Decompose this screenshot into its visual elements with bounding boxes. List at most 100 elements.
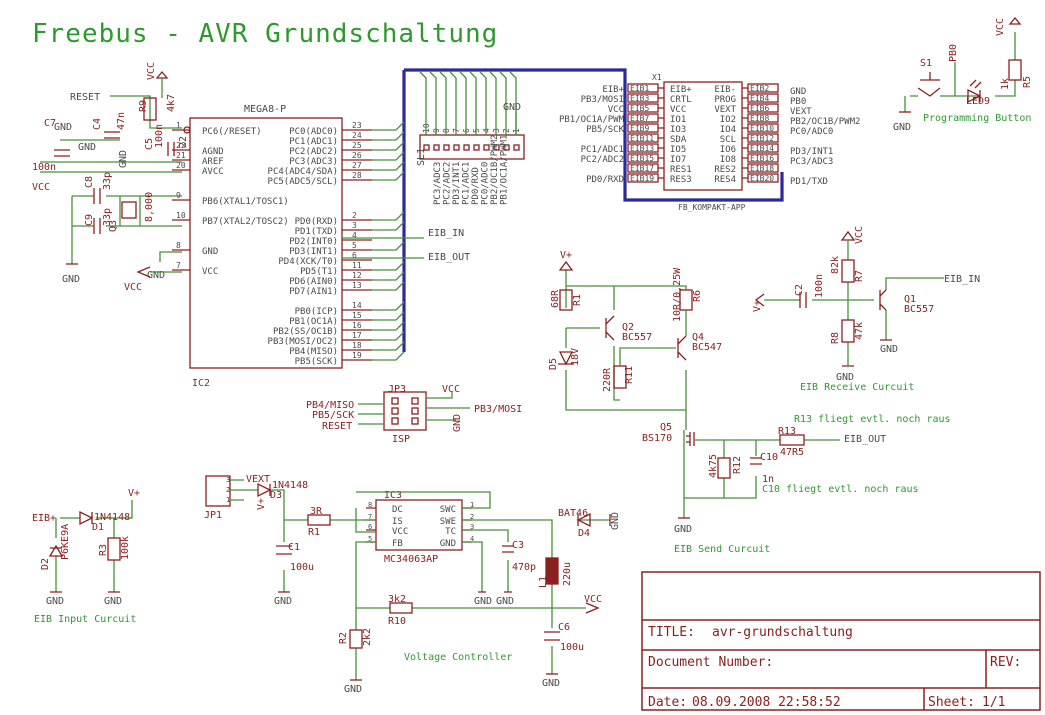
x1-inner-left: IO1	[670, 115, 686, 125]
c8-value: 33p	[102, 172, 113, 190]
jp1-pin-0: 3	[226, 476, 230, 484]
x1-inner-left: SDA	[670, 135, 687, 145]
tb-title-value: avr-grundschaltung	[712, 625, 853, 640]
c9-ref: C9	[84, 214, 95, 226]
x1-inner-right: RES4	[714, 175, 736, 185]
ic3-gnd-1: GND	[474, 596, 492, 607]
x1-right-pin: EIB14	[750, 144, 774, 153]
r1-ref: R1	[572, 294, 583, 306]
r6-ref: R6	[692, 290, 703, 302]
sl1-signal: PB2/OC1B/PWM2	[490, 135, 500, 205]
c6-gnd: GND	[542, 678, 560, 689]
c10-value: 1n	[762, 474, 774, 485]
ic2-left-pin-label: VCC	[202, 267, 218, 277]
c8-ref: C8	[84, 176, 95, 188]
x1-right-outer: PC0/ADC0	[790, 127, 833, 137]
isp-right-0: VCC	[442, 384, 460, 395]
c7-ref: C7	[44, 118, 56, 129]
c7-value: 100n	[32, 162, 56, 173]
ic2-right-pin-num: 2	[352, 211, 357, 220]
isp-right-1: PB3/MOSI	[474, 404, 522, 415]
x1-left-pin: EIB15	[630, 154, 654, 163]
ic2-right-pin-label: PD0(RXD)	[295, 217, 338, 227]
q4-value: BC547	[692, 342, 722, 353]
r10-ref: R10	[388, 616, 406, 627]
reset-label: RESET	[70, 92, 100, 103]
sl1-signal: PD0/RXD	[471, 167, 481, 205]
ic2-right-pin-label: PD7(AIN1)	[289, 287, 338, 297]
prog-gnd: GND	[893, 122, 911, 133]
ic3-right-label: SWC	[440, 505, 456, 515]
tb-rev-label: REV:	[990, 655, 1021, 670]
ic2-left-pin-num: 21	[176, 151, 186, 160]
x1-right-pin: EIB8	[750, 114, 769, 123]
x1-left-pin: EIB11	[630, 134, 654, 143]
ic3-right-pin: 3	[470, 523, 474, 531]
ic2-right-pin-num: 12	[352, 271, 362, 280]
x1-inner-right: SCL	[720, 135, 736, 145]
jp3-ref: JP3	[388, 384, 406, 395]
isp-left-2: RESET	[322, 421, 352, 432]
tb-date-value: 08.09.2008 22:58:52	[692, 695, 841, 710]
x1-left-pin: EIB1	[630, 84, 649, 93]
x1-inner-left: VCC	[670, 105, 686, 115]
q4-ref: Q4	[692, 332, 704, 343]
ic3-right-pin: 4	[470, 535, 474, 543]
jp1-ref: JP1	[204, 510, 222, 521]
x1-right-outer: GND	[790, 87, 806, 97]
c3-value: 470p	[512, 562, 536, 573]
ic2-right-pin-label: PD1(TXD)	[295, 227, 338, 237]
x1-left-outer: EIB+	[602, 85, 624, 95]
ic2-left-pin-num: 22	[176, 141, 186, 150]
q3-ref: Q3	[108, 220, 119, 232]
vc-vcc: VCC	[584, 594, 602, 605]
ic3-left-label: IS	[392, 517, 403, 527]
isp-connector: JP3 ISP PB4/MISO PB5/SCK RESET VCC PB3/M…	[306, 384, 522, 445]
tb-sheet-value: 1/1	[982, 695, 1005, 710]
c6-ref: C6	[558, 622, 570, 633]
r5-ref: R5	[1022, 76, 1033, 88]
x1-inner-right: IO2	[720, 115, 736, 125]
ic2-vcc: VCC	[124, 282, 142, 293]
r5-value: 1k	[1000, 78, 1011, 90]
x1-inner-left: CRTL	[670, 95, 692, 105]
rx-caption: EIB Receive Curcuit	[800, 382, 914, 393]
ic2-right-pin-label: PC4(ADC4/SDA)	[268, 167, 338, 177]
sl1-ref: SL1	[416, 148, 427, 166]
c2-ref: C2	[794, 284, 805, 296]
r2-value: 2k2	[362, 628, 373, 646]
sheet-title: Freebus - AVR Grundschaltung	[32, 19, 498, 49]
ic2-left-pin-num: 7	[176, 261, 181, 270]
eib-receive-circuit: VCC R7 82k C2 100n V+ Q1 BC557 EIB_IN R8…	[752, 226, 980, 393]
x1-right-pin: EIB4	[750, 94, 769, 103]
ic3-name: MC34063AP	[384, 554, 438, 565]
q1-ref: Q1	[904, 294, 916, 305]
x1-left-pin: EIB5	[630, 104, 649, 113]
rx-vcc: VCC	[854, 226, 865, 244]
ic2-right-pin-num: 5	[352, 241, 357, 250]
x1-right-pin: EIB6	[750, 104, 769, 113]
vcc-left: VCC	[32, 182, 50, 193]
d5-ref: D5	[548, 358, 559, 370]
ic3-right-label: SWE	[440, 517, 456, 527]
ic3-left-pin: 5	[368, 535, 372, 543]
ic3-right-pin: 2	[470, 513, 474, 521]
title-block: TITLE: avr-grundschaltung Document Numbe…	[641, 571, 1041, 711]
x1-inner-left: RES3	[670, 175, 692, 185]
l1-value: 220u	[562, 562, 573, 586]
ic3-right-label: GND	[440, 539, 456, 549]
eib-input-circuit: EIB+ D2 P6KE9A D1 1N4148 R3 100k V+ GND …	[32, 488, 140, 625]
send-eib-out: EIB_OUT	[844, 434, 886, 445]
ic3-left-pin: 8	[368, 501, 372, 509]
l1-ref: L1	[538, 576, 549, 588]
r1-value: 68R	[550, 289, 561, 308]
ic2-right-pin-label: PC3(ADC3)	[289, 157, 338, 167]
ic2-right-pin-num: 17	[352, 331, 362, 340]
vc-r1-ref: R1	[308, 527, 320, 538]
ic2-right-pin-num: 13	[352, 281, 362, 290]
isp-left-0: PB4/MISO	[306, 400, 354, 411]
supply-network: C7 100n GND VCC C5 100n 22 GND	[32, 118, 189, 193]
ic2-gnd: GND	[147, 270, 165, 281]
c3-ref: C3	[512, 540, 524, 551]
